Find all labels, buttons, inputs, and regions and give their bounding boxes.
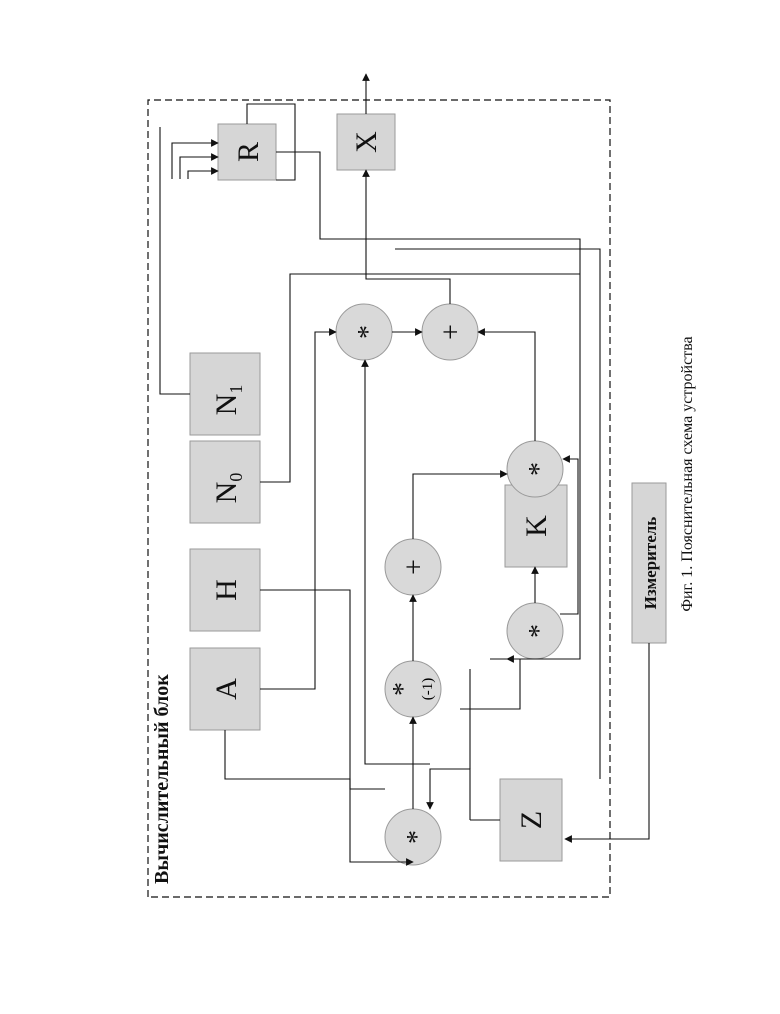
mult-node-bottom-right: * [507, 603, 563, 659]
mult-node-bottom: * [385, 809, 441, 865]
block-n0: N0 [190, 441, 260, 523]
plus-node-top: + [422, 304, 478, 360]
block-h-label: H [210, 579, 243, 601]
block-h: H [190, 549, 260, 631]
block-r-label: R [232, 142, 265, 162]
svg-text:*: * [524, 624, 555, 638]
block-title: Вычислительный блок [151, 674, 173, 884]
meter-label: Измеритель [641, 517, 660, 610]
block-x: X [337, 114, 395, 170]
svg-text:+: + [399, 559, 430, 575]
block-k-label: K [520, 515, 553, 537]
svg-text:*: * [402, 830, 433, 844]
mult-node-k: * [507, 441, 563, 497]
mult-node-top: * [336, 304, 392, 360]
block-x-label: X [350, 131, 383, 153]
meter-block: Измеритель [632, 483, 666, 643]
figure-caption: Фиг. 1. Пояснительная схема устройства [679, 336, 696, 611]
block-n1: N1 [190, 353, 260, 435]
svg-text:(-1): (-1) [420, 678, 436, 701]
meter-wire [622, 643, 649, 839]
block-z: Z [500, 779, 562, 861]
neg-mult-node: * (-1) [385, 661, 441, 717]
svg-text:*: * [524, 462, 555, 476]
svg-text:+: + [436, 324, 467, 340]
block-a-label: A [210, 678, 243, 700]
svg-text:*: * [388, 682, 419, 696]
block-z-label: Z [515, 811, 548, 829]
block-r: R [218, 124, 276, 180]
plus-node-mid: + [385, 539, 441, 595]
svg-text:*: * [353, 325, 384, 339]
block-a: A [190, 648, 260, 730]
